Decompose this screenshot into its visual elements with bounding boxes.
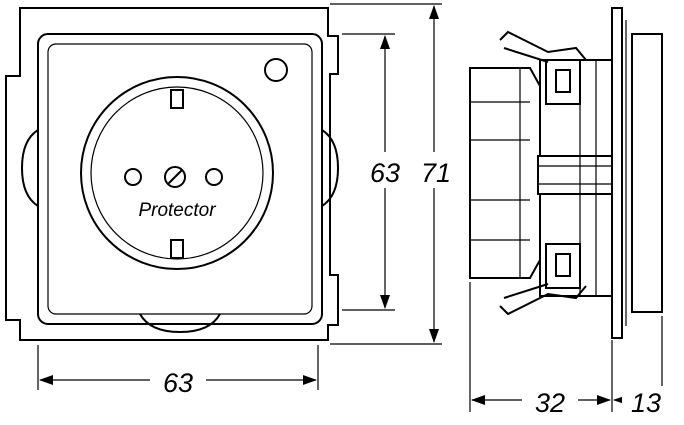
pin-hole-right <box>205 168 223 186</box>
side-cover-plate <box>631 33 663 313</box>
side-frame-plate <box>611 7 623 339</box>
depth-dimension-label: 32 <box>535 388 565 418</box>
center-screw-slot <box>167 169 183 185</box>
earth-clip-top <box>170 89 184 109</box>
brand-label: Protector <box>138 200 216 221</box>
side-view: 32 13 <box>469 7 670 418</box>
width-dimension-label: 63 <box>163 368 193 398</box>
frame-label-bg <box>412 152 458 188</box>
earth-clip-bottom <box>170 239 184 259</box>
status-lamp-icon <box>264 58 288 82</box>
width-label-bg <box>150 365 206 395</box>
plate-label-bg <box>622 386 670 416</box>
plate-dimension-label: 13 <box>631 388 661 418</box>
clamp-bottom <box>499 285 587 316</box>
pin-hole-left <box>124 168 142 186</box>
height-label-bg <box>362 152 408 188</box>
cover-plate-inner-edge <box>47 43 313 315</box>
terminal-bottom-screw <box>555 253 571 277</box>
side-center-shaft <box>537 155 613 195</box>
height-dimension-label: 63 <box>370 158 400 188</box>
frame-clip-right <box>321 129 340 207</box>
frame-clip-bottom <box>139 313 221 334</box>
frame-clip-left <box>20 129 39 207</box>
depth-label-bg <box>522 386 578 416</box>
clamp-bottom-inner <box>503 283 549 299</box>
side-socket-body <box>469 67 541 279</box>
frame-dimension-label: 71 <box>421 158 451 188</box>
clamp-top-inner <box>503 47 549 63</box>
clamp-top <box>499 30 587 61</box>
mounting-frame-outline <box>5 7 339 341</box>
terminal-top-screw <box>555 69 571 93</box>
front-view: Protector 63 63 71 <box>5 3 458 398</box>
